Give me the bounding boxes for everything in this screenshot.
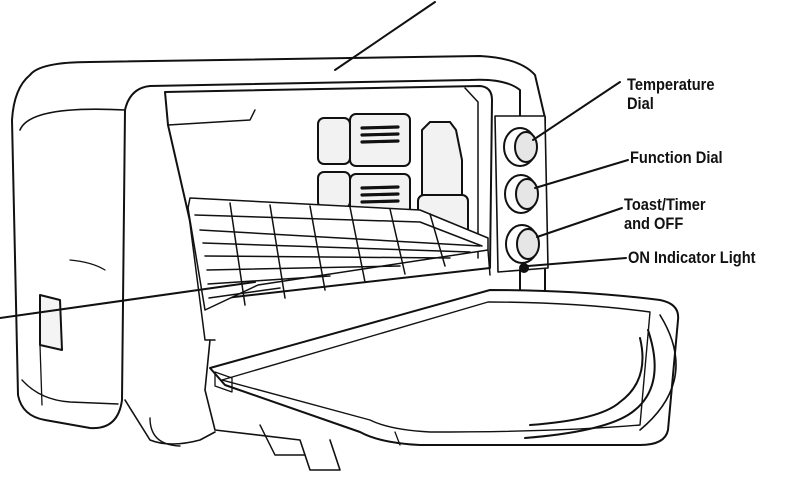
leader-top: [334, 1, 436, 71]
label-function-dial-line-1: Function Dial: [630, 148, 723, 167]
function-knob: [504, 174, 539, 214]
label-temperature-dial-line-2: Dial: [627, 94, 654, 113]
label-toast-timer-line-1: Toast/Timer: [624, 195, 706, 214]
leader-function: [534, 159, 629, 189]
leader-rack: [0, 281, 256, 319]
label-temperature-dial: Temperature Dial: [627, 75, 714, 113]
leader-temperature: [532, 81, 621, 141]
oven-door: [209, 289, 680, 446]
leader-on-indicator: [527, 257, 627, 267]
label-temperature-dial-line-1: Temperature: [627, 75, 715, 94]
leader-toast-timer: [536, 207, 623, 238]
label-toast-timer-line-2: and OFF: [624, 214, 684, 233]
label-on-indicator-light-line-1: ON Indicator Light: [628, 248, 756, 267]
control-panel: [494, 115, 549, 273]
on-indicator-light: [519, 263, 529, 273]
leader-lines: [0, 1, 629, 319]
label-function-dial: Function Dial: [630, 148, 723, 167]
label-on-indicator-light: ON Indicator Light: [628, 248, 756, 267]
wire-rack: [187, 197, 491, 341]
label-toast-timer: Toast/Timer and OFF: [624, 195, 706, 233]
temperature-knob: [503, 127, 538, 167]
toast-timer-knob: [505, 224, 540, 264]
oven-body: [11, 55, 546, 430]
